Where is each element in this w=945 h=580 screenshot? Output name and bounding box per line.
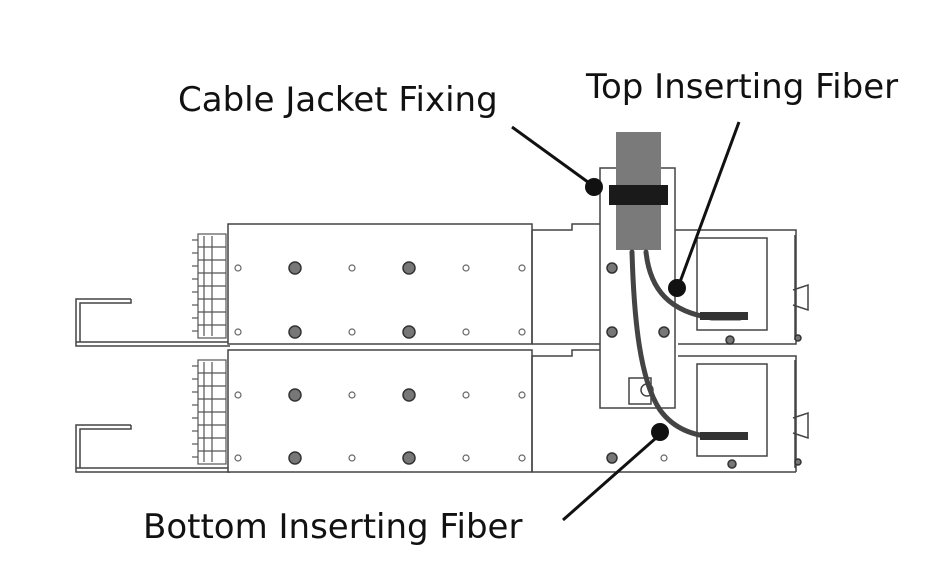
top-connector-ladder: [192, 233, 227, 339]
leader-top-fiber: [668, 121, 741, 297]
screws: [288, 261, 802, 469]
small-holes: [234, 264, 668, 462]
bottom-fiber: [629, 249, 723, 440]
label-cable-jacket-fixing: Cable Jacket Fixing: [178, 80, 498, 120]
top-module: [227, 223, 809, 345]
label-top-inserting-fiber: Top Inserting Fiber: [586, 67, 899, 107]
bottom-fiber-connector: [700, 432, 748, 440]
top-fiber-connector: [700, 312, 748, 320]
cable-jacket: [609, 132, 668, 250]
bottom-connector-ladder: [192, 359, 227, 465]
label-bottom-inserting-fiber: Bottom Inserting Fiber: [143, 507, 523, 547]
bottom-handle: [75, 424, 230, 473]
leader-cable-jacket: [511, 125, 603, 196]
bottom-module: [227, 349, 809, 473]
top-handle: [75, 298, 230, 347]
leader-bottom-fiber: [562, 423, 669, 522]
